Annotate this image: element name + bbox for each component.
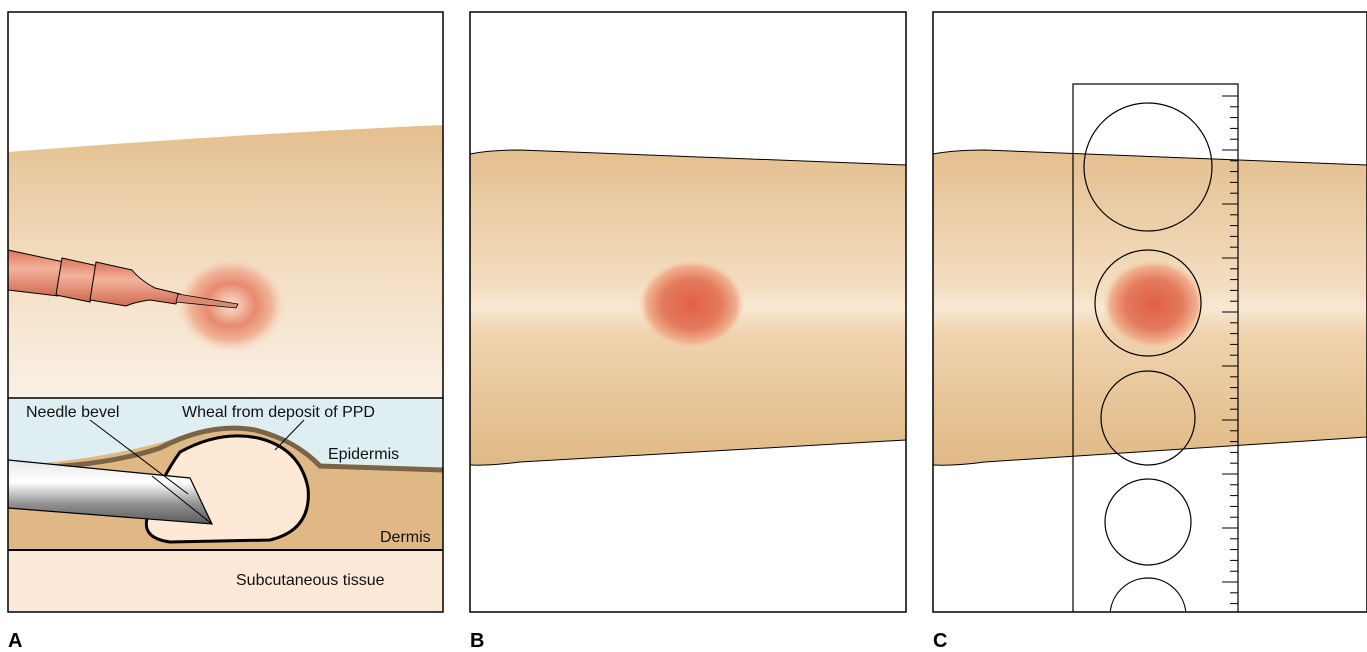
panel-c: C <box>932 11 1367 652</box>
panel-a: Needle bevel Wheal from deposit of PPD E… <box>7 11 444 652</box>
label-subcutaneous: Subcutaneous tissue <box>236 572 385 589</box>
gauge-circle-1 <box>1083 102 1213 232</box>
label-dermis: Dermis <box>380 529 431 546</box>
gauge-ruler-ticks <box>1222 95 1238 605</box>
subcutaneous-layer <box>8 550 443 612</box>
panel-b: B <box>469 11 907 652</box>
induration-b <box>638 259 745 349</box>
label-needle-bevel: Needle bevel <box>26 404 119 421</box>
gauge-circle-3 <box>1100 370 1196 466</box>
label-wheal: Wheal from deposit of PPD <box>182 404 375 421</box>
induration-c <box>1102 259 1205 349</box>
gauge-circle-5 <box>1109 577 1187 612</box>
panel-letter-c: C <box>933 630 947 652</box>
panel-letter-a: A <box>8 630 22 652</box>
gauge-circle-2 <box>1094 249 1202 357</box>
epidermis-boundary <box>8 425 443 473</box>
panel-letter-b: B <box>470 630 484 652</box>
label-epidermis: Epidermis <box>328 446 399 463</box>
syringe <box>8 249 239 309</box>
measuring-gauge <box>1072 83 1239 612</box>
gauge-circle-4 <box>1104 478 1192 566</box>
